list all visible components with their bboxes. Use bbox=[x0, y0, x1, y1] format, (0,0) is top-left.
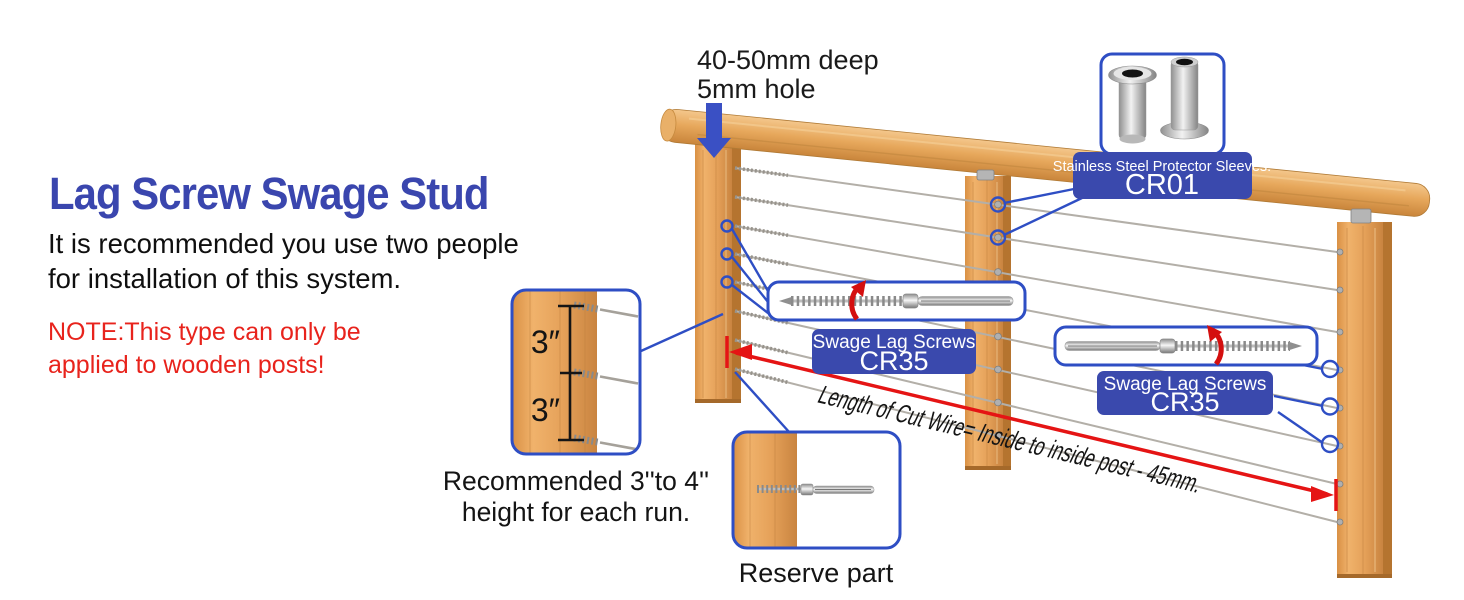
cable-line bbox=[734, 368, 1338, 523]
warning-note-line2: applied to wooden posts! bbox=[48, 350, 325, 379]
label-text: Stainless Steel Protector Sleeves: bbox=[1053, 159, 1271, 175]
intro-description: It is recommended you use two people for … bbox=[48, 226, 519, 296]
cable-line bbox=[734, 196, 1338, 291]
drill-hole-line1: 40-50mm deep bbox=[697, 45, 879, 75]
post-connector bbox=[976, 169, 995, 181]
intro-description-line1: It is recommended you use two people bbox=[48, 228, 519, 259]
sleeve-flange-down bbox=[1160, 56, 1209, 140]
swage-screw-inset-left bbox=[766, 280, 1027, 322]
warning-note: NOTE:This type can only be applied to woo… bbox=[48, 316, 361, 381]
cut-wire-dimension-arrow bbox=[725, 336, 1338, 511]
swage-screw-inset-right bbox=[1053, 325, 1319, 367]
page-title: Lag Screw Swage Stud bbox=[49, 168, 489, 219]
label-code: CR35 bbox=[859, 346, 928, 376]
swage-lag-screws-label-left: Swage Lag Screws CR35 bbox=[812, 329, 976, 376]
leader-lines bbox=[640, 187, 1324, 444]
run-height-caption-line1: Recommended 3''to 4'' bbox=[442, 466, 710, 496]
run-height-caption: Recommended 3''to 4''height for each run… bbox=[440, 466, 712, 529]
run-screws bbox=[573, 301, 639, 451]
drill-arrow-icon bbox=[697, 103, 731, 158]
intro-description-line2: for installation of this system. bbox=[48, 263, 402, 295]
run-measure-line bbox=[558, 304, 584, 442]
label-code: CR01 bbox=[1125, 169, 1199, 201]
attachment-circle-markers bbox=[720, 196, 1340, 454]
run-height-lower: 3″ bbox=[531, 392, 560, 428]
reserve-part-inset bbox=[731, 430, 902, 550]
sleeve-flange-up bbox=[1108, 65, 1157, 144]
reserve-part-caption: Reserve part bbox=[738, 558, 894, 588]
cable-line bbox=[734, 167, 1338, 253]
protector-sleeves-label: Stainless Steel Protector Sleeves: CR01 bbox=[1053, 152, 1271, 201]
warning-note-line1: NOTE:This type can only be bbox=[48, 318, 361, 346]
protector-sleeves-inset bbox=[1099, 52, 1226, 156]
left-post bbox=[695, 143, 741, 403]
run-height-caption-line2: height for each run. bbox=[461, 497, 691, 528]
swage-lag-screws-label-right: Swage Lag Screws CR35 bbox=[1097, 371, 1273, 417]
cable-line bbox=[734, 225, 1338, 333]
label-code: CR35 bbox=[1150, 387, 1219, 417]
handrail bbox=[660, 108, 1431, 217]
run-height-inset: 3″ 3″ bbox=[510, 288, 642, 456]
run-height-upper: 3″ bbox=[531, 324, 560, 360]
label-text: Swage Lag Screws bbox=[1104, 374, 1267, 395]
drill-hole-line2: 5mm hole bbox=[697, 73, 816, 104]
label-text: Swage Lag Screws bbox=[813, 332, 976, 353]
post-connector bbox=[1350, 208, 1372, 224]
right-post bbox=[1337, 222, 1392, 578]
